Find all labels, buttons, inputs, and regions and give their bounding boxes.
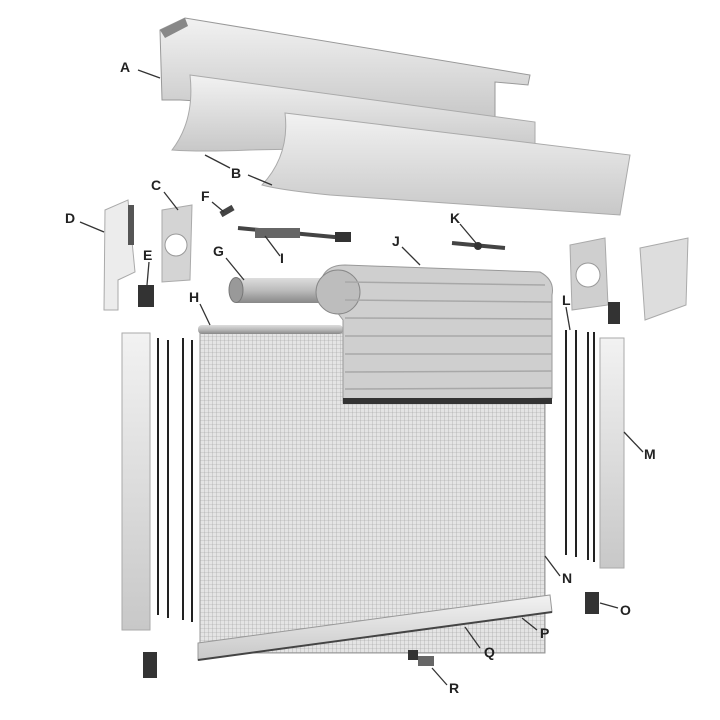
part-e-clip [138,285,154,307]
label-m: M [644,446,656,462]
part-p-bottom-bar [197,594,553,661]
right-end-plate [569,237,689,324]
left-guide-rails [121,332,193,678]
label-i: I [280,250,284,266]
part-b-cover [171,74,631,216]
part-f-pin [219,204,235,218]
part-j-roller-curtain [315,264,553,404]
label-k: K [450,210,460,226]
label-p: P [540,625,549,641]
part-r-lock [408,650,434,666]
label-d: D [65,210,75,226]
label-e: E [143,247,152,263]
part-h-top-bar [198,325,343,334]
label-c: C [151,177,161,193]
part-o-end-cap [585,592,599,614]
label-a: A [120,59,130,75]
label-r: R [449,680,459,696]
label-q: Q [484,644,495,660]
part-g-tube [228,277,326,303]
part-d-side-cap [103,199,136,311]
label-g: G [213,243,224,259]
label-n: N [562,570,572,586]
part-i-axle [237,226,351,242]
part-l-right-rails [565,330,595,562]
label-o: O [620,602,631,618]
labels: A B C D E F G H I J K L M N O P Q R [65,59,656,696]
label-l: L [562,292,571,308]
part-k-connector [451,241,506,250]
part-c-end-plate [161,204,193,283]
label-h: H [189,289,199,305]
label-f: F [201,188,210,204]
label-b: B [231,165,241,181]
label-j: J [392,233,400,249]
part-m-right-guide [599,337,625,569]
